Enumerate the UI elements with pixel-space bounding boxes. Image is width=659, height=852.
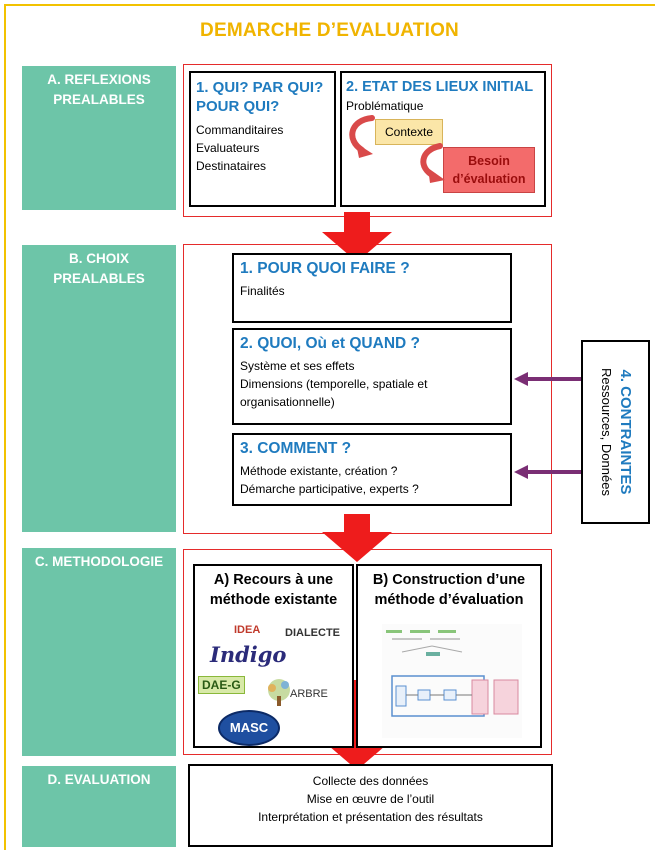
- qui-item: Destinataires: [196, 159, 267, 173]
- logo-idea: IDEA: [234, 624, 261, 636]
- comment-heading: 3. COMMENT ?: [240, 440, 352, 457]
- besoin-box: Besoin d’évaluation: [443, 147, 535, 193]
- evaluation-item: Interprétation et présentation des résul…: [258, 810, 483, 824]
- quoi-box: 2. QUOI, Où et QUAND ? Système et ses ef…: [232, 328, 512, 425]
- methode-existante-heading: A) Recours à une méthode existante: [209, 572, 338, 608]
- quoi-item: Système et ses effets: [240, 359, 355, 373]
- evaluation-item: Mise en œuvre de l’outil: [306, 792, 435, 806]
- comment-box: 3. COMMENT ? Méthode existante, création…: [232, 433, 512, 506]
- comment-item: Méthode existante, création ?: [240, 464, 398, 478]
- quoi-item: Dimensions (temporelle, spatiale et orga…: [240, 377, 428, 409]
- section-a-label: A. REFLEXIONS PREALABLES: [22, 66, 176, 210]
- curved-arrow-head-icon: [428, 168, 445, 183]
- page-frame: [4, 4, 655, 850]
- contraintes-heading: 4. CONTRAINTES: [616, 369, 634, 495]
- tree-icon: [268, 679, 290, 706]
- contexte-box: Contexte: [375, 119, 443, 145]
- logo-dialecte: DIALECTE: [285, 627, 340, 639]
- page-title: DEMARCHE D’EVALUATION: [200, 20, 459, 41]
- pourquoi-heading: 1. POUR QUOI FAIRE ?: [240, 260, 410, 277]
- comment-item: Démarche participative, experts ?: [240, 482, 419, 496]
- qui-item: Evaluateurs: [196, 141, 260, 155]
- section-b-label: B. CHOIX PREALABLES: [22, 245, 176, 532]
- down-arrow-b-c-icon: [322, 514, 392, 562]
- logo-arbre: ARBRE: [290, 688, 328, 700]
- logo-masc: MASC: [218, 710, 280, 746]
- section-d-label: D. EVALUATION: [22, 766, 176, 847]
- section-c-label: C. METHODOLOGIE: [22, 548, 176, 756]
- evaluation-item: Collecte des données: [312, 774, 429, 788]
- down-arrow-a-b-icon: [322, 212, 392, 262]
- logo-daeg: DAE-G: [198, 676, 245, 694]
- contraintes-sub: Ressources, Données: [598, 368, 614, 496]
- purple-arrow-head-icon: [514, 465, 528, 479]
- quoi-heading: 2. QUOI, Où et QUAND ?: [240, 335, 420, 352]
- qui-heading: 1. QUI? PAR QUI? POUR QUI?: [196, 79, 324, 115]
- curved-arrow-icon: [349, 115, 375, 153]
- pourquoi-box: 1. POUR QUOI FAIRE ? Finalités: [232, 253, 512, 323]
- curved-arrow-head-icon: [356, 143, 373, 158]
- purple-arrow-head-icon: [514, 372, 528, 386]
- pourquoi-item: Finalités: [240, 284, 285, 298]
- etat-heading: 2. ETAT DES LIEUX INITIAL: [346, 79, 534, 95]
- qui-box: 1. QUI? PAR QUI? POUR QUI? Commanditaire…: [189, 71, 336, 207]
- logo-indigo: Indigo: [210, 642, 287, 667]
- qui-item: Commanditaires: [196, 123, 284, 137]
- contraintes-box: 4. CONTRAINTES Ressources, Données: [581, 340, 650, 524]
- evaluation-box: Collecte des données Mise en œuvre de l’…: [188, 764, 553, 847]
- problematique-label: Problématique: [346, 99, 424, 113]
- method-construction-diagram: [382, 624, 522, 738]
- construction-heading: B) Construction d’une méthode d’évaluati…: [372, 572, 526, 608]
